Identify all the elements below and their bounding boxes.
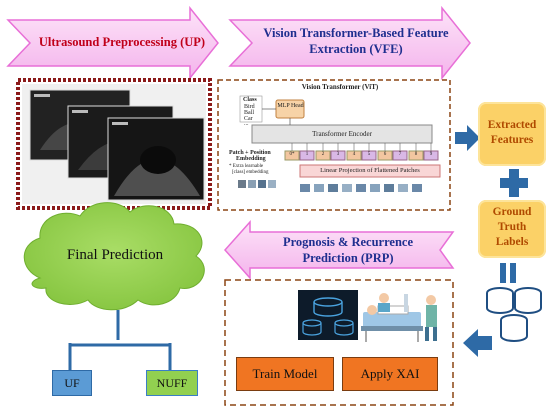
token-0: 0* [289,152,295,157]
hospital-patient-illustration [361,293,437,342]
arrow-right-icon [455,125,480,151]
linear-projection-box [299,164,441,178]
vfe-stage-label-line1: Vision Transformer-Based Feature [263,26,449,40]
extra-note-2: [class] embedding [232,170,269,175]
up-stage-label: Ultrasound Preprocessing (UP) [38,35,206,49]
token-7: 7 [398,152,402,157]
mlp-head-label: MLP Head [277,103,304,109]
vit-title: Vision Transformer (ViT) [301,83,379,91]
nuff-outcome-box: NUFF [146,370,198,396]
uf-outcome-box: UF [52,370,92,396]
train-model-box: Train Model [236,357,334,391]
class-ball: Ball [244,110,254,116]
token-4: 4 [352,152,356,157]
plus-icon [500,169,528,197]
class-car: Car [244,116,253,122]
token-6: 6 [383,152,387,157]
database-cylinders-icon [486,287,542,342]
prp-stage-label-line2: Prediction (PRP) [302,251,394,265]
database-icon [298,290,358,340]
token-9: 9 [429,152,433,157]
prp-stage-arrow [223,220,455,280]
linear-projection-label: Linear Projection of Flattened Patches [320,167,420,174]
arrow-down-icon [500,263,516,283]
class-label: Class [243,97,257,103]
token-2: 2 [321,152,325,157]
encoder-label: Transformer Encoder [312,130,372,138]
embedding-label-2: Embedding [236,156,266,162]
final-prediction-cloud [23,202,205,311]
extracted-features-box [478,102,546,166]
outcome-connector [68,310,172,370]
ground-truth-box [478,200,546,258]
extracted-features-line2: Features [490,134,534,146]
token-5: 5 [367,152,371,157]
train-panel-border [224,279,454,406]
ground-truth-line2: Truth [497,221,527,233]
extracted-features-line1: Extracted [487,119,537,131]
embedding-label-1: Patch + Position [229,150,271,156]
ultrasound-images [29,89,205,201]
token-3: 3 [336,152,340,157]
class-more: ... [244,121,249,127]
apply-xai-box: Apply XAI [342,357,438,391]
patch-strip [238,180,422,192]
prp-stage-label-line1: Prognosis & Recurrence [282,235,414,249]
extra-note-1: * Extra learnable [229,164,264,169]
arrow-left-icon [463,329,492,357]
vfe-stage-label-line2: Extraction (VFE) [309,42,403,56]
vfe-stage-arrow [228,5,471,81]
token-8: 8 [414,152,418,157]
transformer-encoder-box [251,124,433,144]
class-bird: Bird [244,104,255,110]
ground-truth-line1: Ground [492,206,532,218]
token-1: 1 [305,152,309,157]
final-prediction-label: Final Prediction [66,247,164,263]
ground-truth-line3: Labels [495,236,529,248]
